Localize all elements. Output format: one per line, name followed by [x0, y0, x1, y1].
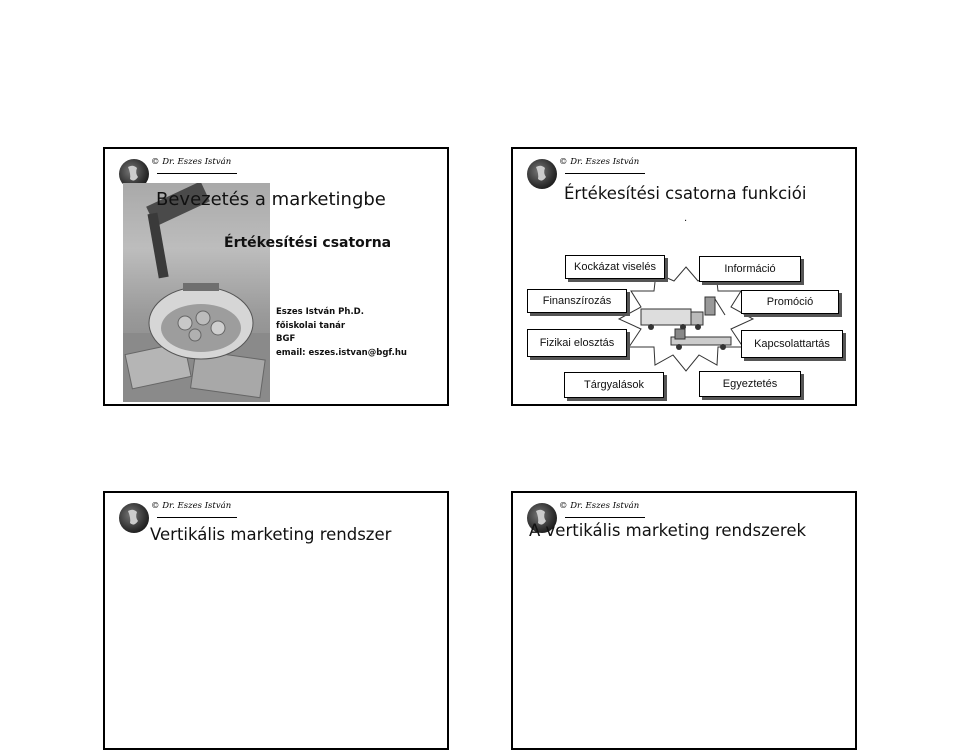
function-box-contact: Kapcsolattartás [741, 330, 843, 358]
copyright-text: © Dr. Eszes István [559, 157, 640, 167]
function-box-physical-distribution: Fizikai elosztás [527, 329, 627, 357]
author-position: főiskolai tanár [276, 320, 346, 331]
function-box-risk: Kockázat viselés [565, 255, 665, 279]
slide-2: © Dr. Eszes István Értékesítési csatorna… [511, 147, 857, 406]
channel-functions-diagram [617, 266, 755, 372]
slide-title: Vertikális marketing rendszer [150, 525, 392, 544]
slide-title: A vertikális marketing rendszerek [529, 521, 807, 540]
author-institution: BGF [276, 334, 296, 345]
author-block: Eszes István Ph.D. főiskolai tanár BGF e… [276, 306, 407, 360]
slide-4: © Dr. Eszes István A vertikális marketin… [511, 491, 857, 750]
slide-subtitle: Értékesítési csatorna [224, 235, 392, 251]
function-box-information: Információ [699, 256, 801, 282]
piggy-bank-hammer-photo [123, 183, 270, 402]
slide-1: © Dr. Eszes István Bevezetés a marketing… [103, 147, 449, 406]
truck-forklift-illustration [640, 296, 732, 350]
globe-logo-icon [527, 503, 557, 533]
copyright-underline [157, 517, 237, 518]
slide-title: Bevezetés a marketingbe [156, 189, 386, 210]
copyright-text: © Dr. Eszes István [559, 501, 640, 511]
author-email: email: eszes.istvan@bgf.hu [276, 347, 407, 358]
slide-title: Értékesítési csatorna funkciói [564, 184, 807, 203]
copyright-underline [565, 517, 645, 518]
globe-logo-icon [527, 159, 557, 189]
title-dot: . [684, 213, 688, 224]
function-box-financing: Finanszírozás [527, 289, 627, 313]
author-name: Eszes István Ph.D. [276, 307, 364, 317]
copyright-underline [157, 173, 237, 174]
function-box-matching: Egyeztetés [699, 371, 801, 397]
copyright-text: © Dr. Eszes István [151, 501, 232, 511]
slide-3: © Dr. Eszes István Vertikális marketing … [103, 491, 449, 750]
function-box-negotiation: Tárgyalások [564, 372, 664, 398]
copyright-underline [565, 173, 645, 174]
function-box-promotion: Promóció [741, 290, 839, 314]
globe-logo-icon [119, 503, 149, 533]
copyright-text: © Dr. Eszes István [151, 157, 232, 167]
